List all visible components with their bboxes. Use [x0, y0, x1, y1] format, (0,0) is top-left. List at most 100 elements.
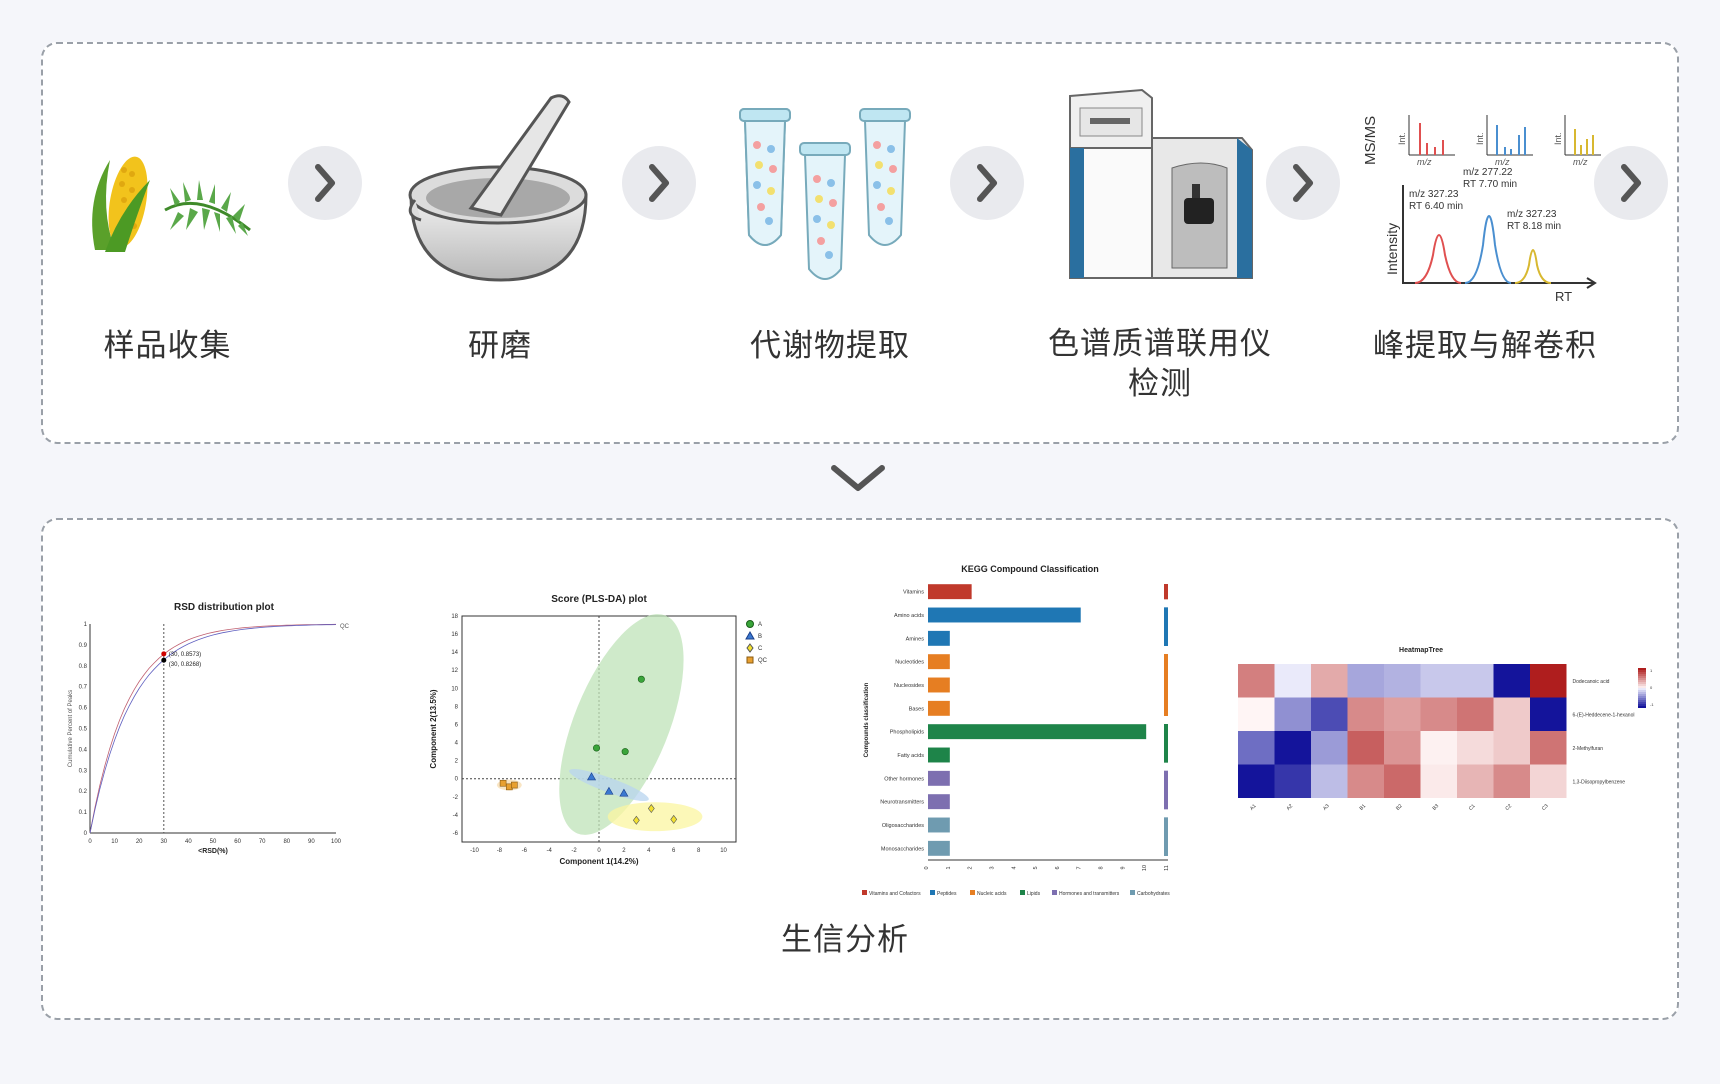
- point-B: [587, 772, 597, 781]
- y-tick-label: 18: [451, 614, 458, 620]
- heatmap-cell: [1457, 664, 1494, 698]
- legend-label: Lipids: [1027, 891, 1041, 897]
- legend-swatch: [970, 890, 975, 895]
- category-label: Oligosaccharides: [882, 823, 924, 829]
- heatmap-cell: [1274, 764, 1311, 798]
- category-label: Fatty acids: [897, 753, 924, 759]
- row-label: 1,3-Diisopropylbenzene: [1573, 779, 1626, 785]
- y-tick-label: 12: [451, 668, 458, 674]
- x-tick-label: 10: [720, 848, 727, 854]
- row-label: 2-Methylfuran: [1573, 746, 1604, 752]
- chevron-down-icon: [831, 465, 885, 491]
- heatmap-cell: [1238, 697, 1275, 731]
- y-tick-label: 0.3: [79, 768, 88, 774]
- step-label: 样品收集: [103, 328, 232, 364]
- threshold-point: [161, 657, 167, 663]
- step-label: 研磨: [468, 328, 532, 364]
- legend-swatch: [862, 890, 867, 895]
- bar: [928, 724, 1147, 740]
- color-scale-segment: [1638, 686, 1646, 688]
- bar: [928, 677, 950, 693]
- color-scale-segment: [1638, 688, 1646, 690]
- chart-title: Score (PLS-DA) plot: [551, 594, 647, 605]
- legend-marker: [745, 630, 755, 640]
- step-label: 色谱质谱联用仪: [1048, 326, 1272, 362]
- color-scale-segment: [1638, 680, 1646, 682]
- x-tick-label: 100: [331, 839, 342, 845]
- point-C: [647, 804, 655, 814]
- x-axis-label: Component 1(14.2%): [559, 857, 638, 866]
- x-tick-label: 4: [1011, 866, 1017, 869]
- point-C: [632, 815, 640, 825]
- y-tick-label: 0.9: [79, 643, 88, 649]
- x-tick-label: -8: [497, 848, 503, 854]
- color-scale-segment: [1638, 674, 1646, 676]
- legend-marker: [746, 656, 754, 664]
- heatmap-cell: [1420, 731, 1457, 765]
- bar: [928, 584, 972, 600]
- color-scale-segment: [1638, 690, 1646, 692]
- x-tick-label: 50: [210, 839, 217, 845]
- category-label: Nucleotides: [895, 660, 924, 666]
- group-strip: [1164, 654, 1168, 716]
- x-tick-label: 7: [1077, 866, 1083, 869]
- point-annotation: (30, 0.8573): [169, 652, 201, 658]
- group-strip: [1164, 724, 1168, 763]
- column-label: B1: [1359, 803, 1368, 812]
- column-label: C2: [1504, 803, 1513, 812]
- legend-label: QC: [758, 658, 768, 664]
- group-strip: [1164, 607, 1168, 646]
- peak-rt: RT 7.70 min: [1463, 179, 1517, 190]
- color-scale-segment: [1638, 706, 1646, 708]
- chart-title: RSD distribution plot: [174, 602, 275, 613]
- heatmap-cell: [1457, 764, 1494, 798]
- legend-label: Nucleic acids: [977, 891, 1007, 897]
- color-scale-segment: [1638, 692, 1646, 694]
- x-axis-label: <RSD(%): [198, 848, 228, 855]
- column-label: B3: [1432, 803, 1441, 812]
- intensity-label: Intensity: [1384, 223, 1400, 275]
- x-tick-label: 70: [259, 839, 266, 845]
- x-tick-label: 10: [1142, 865, 1148, 871]
- x-tick-label: 11: [1164, 865, 1170, 871]
- category-label: Monosaccharides: [881, 846, 924, 852]
- step-label: 代谢物提取: [750, 328, 910, 364]
- heatmap-cell: [1420, 764, 1457, 798]
- y-tick-label: 8: [455, 704, 459, 710]
- color-scale-segment: [1638, 700, 1646, 702]
- point-QC: [499, 779, 507, 787]
- y-tick-label: 6: [455, 722, 459, 728]
- group-strip: [1164, 584, 1168, 600]
- heatmap-cell: [1347, 664, 1384, 698]
- column-label: B2: [1395, 803, 1404, 812]
- bar: [928, 817, 950, 833]
- chart-title: HeatmapTree: [1399, 647, 1443, 654]
- heatmap-cell: [1384, 764, 1421, 798]
- heatmap-cell: [1347, 764, 1384, 798]
- scale-tick: 1: [1650, 668, 1653, 673]
- y-tick-label: 0.6: [79, 706, 88, 712]
- legend-label: C: [758, 646, 763, 652]
- column-label: A1: [1249, 803, 1258, 812]
- x-tick-label: -2: [571, 848, 577, 854]
- column-label: A2: [1286, 803, 1295, 812]
- heatmap-cell: [1493, 764, 1530, 798]
- x-tick-label: 20: [136, 839, 143, 845]
- heatmap-cell: [1493, 697, 1530, 731]
- x-tick-label: 6: [1055, 866, 1061, 869]
- y-tick-label: -6: [453, 831, 459, 837]
- chevron-right-icon: [1594, 146, 1668, 220]
- point-B: [604, 786, 614, 795]
- int-label: Int.: [1397, 132, 1407, 145]
- heatmap-cell: [1493, 664, 1530, 698]
- y-tick-label: 0.5: [79, 727, 88, 733]
- bar: [928, 747, 950, 763]
- y-tick-label: 1: [84, 622, 88, 628]
- y-axis-label: Cumulative Percent of Peaks: [68, 690, 74, 767]
- scale-tick: -1: [1650, 702, 1654, 707]
- group-ellipse: [607, 802, 703, 832]
